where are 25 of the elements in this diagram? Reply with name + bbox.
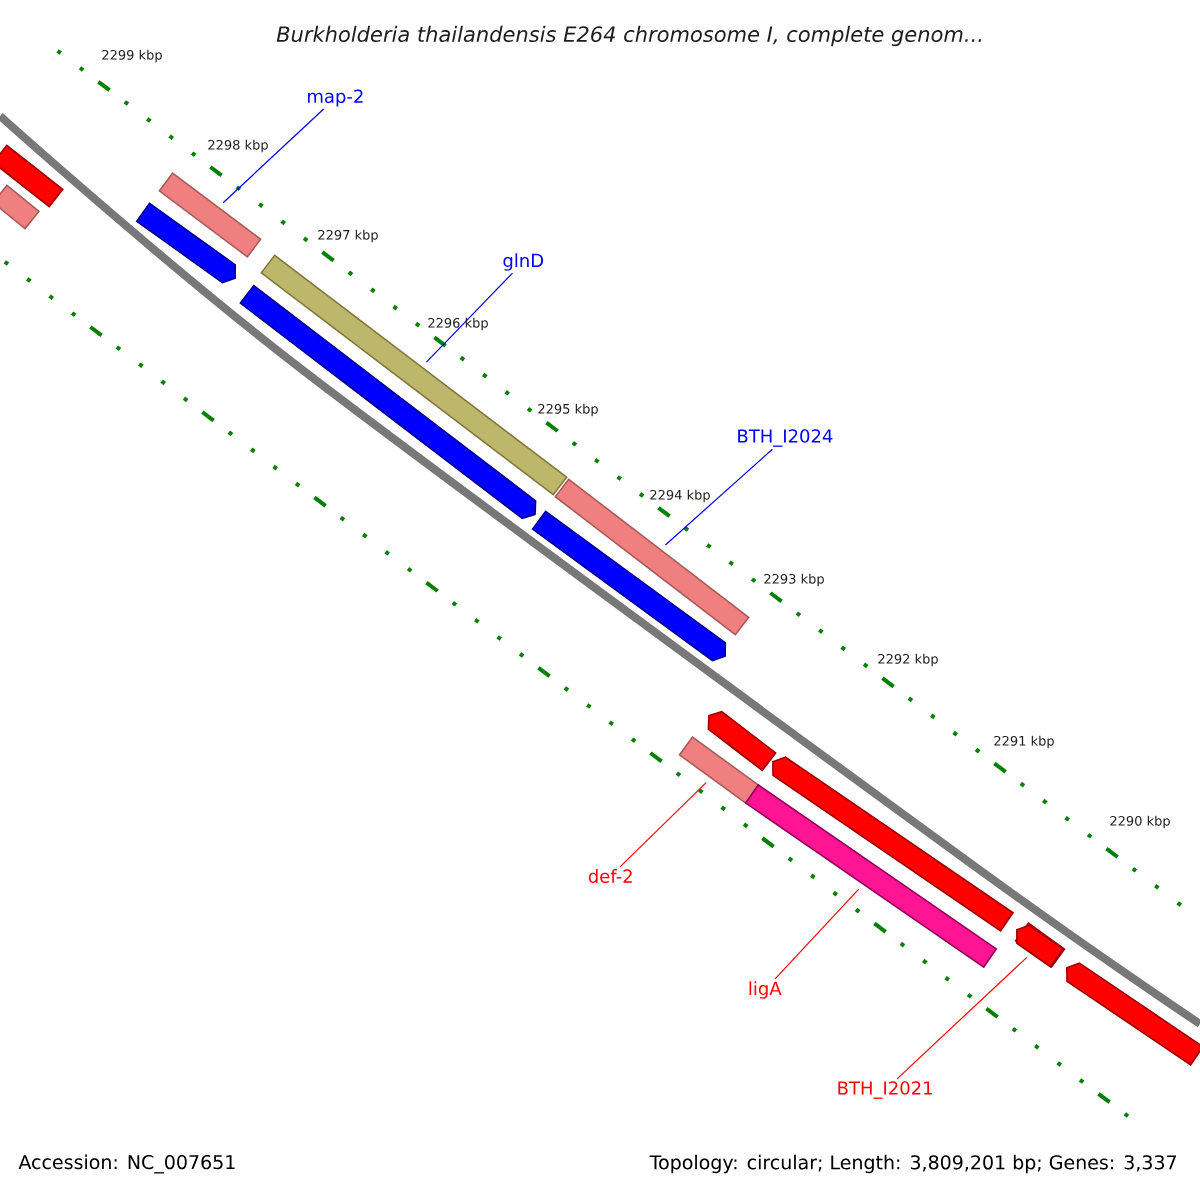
leader-line [664,448,773,546]
gene-bar [554,478,750,636]
gene-label: def-2 [588,869,632,883]
gene-bar [158,172,262,258]
title: Burkholderia thailandensis E264 chromosome I, complete genom... [276,25,982,47]
summary-text: Topology: circular; Length: 3,809,201 bp; Genes: 3,337 [649,1154,1176,1174]
gene-bar [260,254,568,496]
gene-bar [135,202,237,284]
leader-line [222,108,325,204]
gene-bar [239,284,537,520]
leader-line [896,956,1028,1080]
gene-label: BTH_I2024 [738,429,833,447]
gene-bar [772,756,1015,932]
gene-bar [707,710,777,772]
gene-label: glnD [503,253,544,271]
leader-line [619,782,707,868]
leader-line [774,888,860,980]
gene-label: ligA [749,981,782,999]
leader-line [425,272,514,363]
accession-text: Accession: NC_007651 [18,1154,235,1174]
gene-bar [531,510,727,662]
gene-bar [0,144,64,208]
gene-label: map-2 [308,89,363,107]
gene-bar [678,736,760,804]
gene-label: BTH_I2021 [838,1081,932,1099]
